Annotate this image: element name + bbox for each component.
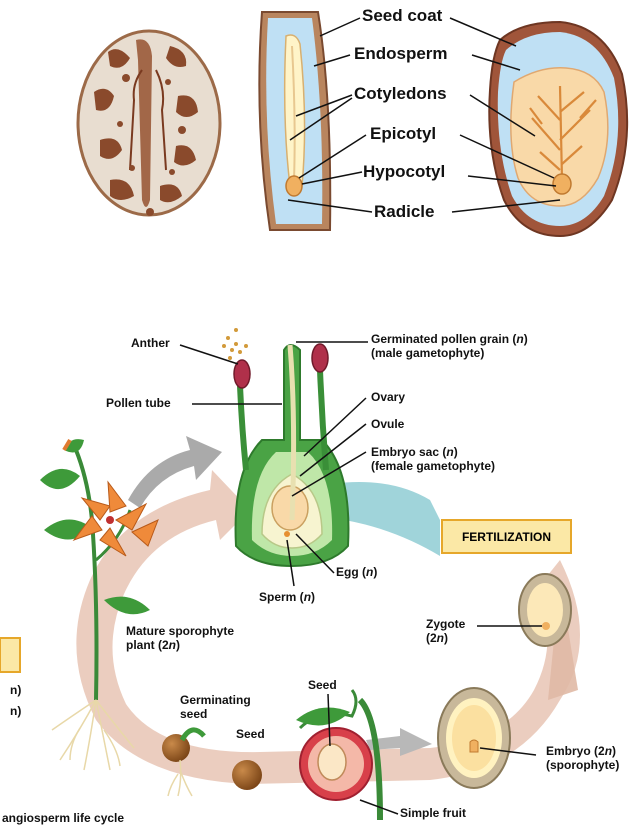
label-pollen-tube: Pollen tube bbox=[106, 397, 171, 411]
seed-section-dicot bbox=[259, 12, 330, 230]
label-embryo-sac-a: Embryo sac ( bbox=[371, 445, 446, 459]
label-embryo-sac: Embryo sac (n) (female gametophyte) bbox=[371, 446, 495, 474]
label-germinating-line2: seed bbox=[180, 707, 207, 721]
seed-exterior bbox=[78, 31, 220, 216]
flower-pistil bbox=[222, 328, 348, 566]
label-mature-line1: Mature sporophyte bbox=[126, 624, 234, 638]
label-female-gametophyte: (female gametophyte) bbox=[371, 459, 495, 473]
label-endosperm: Endosperm bbox=[354, 44, 448, 64]
label-germinated-pollen-n: n bbox=[516, 332, 523, 346]
label-zygote: Zygote (2n) bbox=[426, 618, 465, 646]
label-cut-n2: n) bbox=[10, 705, 21, 719]
label-seed-coat: Seed coat bbox=[362, 6, 442, 26]
label-male-gametophyte: (male gametophyte) bbox=[371, 346, 484, 360]
label-egg: Egg (n) bbox=[336, 566, 377, 580]
label-germinated-pollen-a: Germinated pollen grain ( bbox=[371, 332, 516, 346]
simple-fruit bbox=[296, 690, 380, 820]
label-cut-n1: n) bbox=[10, 684, 21, 698]
label-sperm-n: n bbox=[304, 590, 311, 604]
zygote-ovule bbox=[519, 574, 571, 646]
label-hypocotyl: Hypocotyl bbox=[363, 162, 445, 182]
label-embryo-b: ) bbox=[612, 744, 616, 758]
fertilization-box: FERTILIZATION bbox=[441, 519, 572, 554]
label-sperm-a: Sperm ( bbox=[259, 590, 304, 604]
label-embryo: Embryo (2n) (sporophyte) bbox=[546, 745, 619, 773]
label-mature-line2a: plant (2 bbox=[126, 638, 169, 652]
label-mature-sporophyte: Mature sporophyte plant (2n) bbox=[126, 625, 234, 653]
label-embryo-sac-b: ) bbox=[454, 445, 458, 459]
label-germinated-pollen-b: ) bbox=[524, 332, 528, 346]
label-simple-fruit: Simple fruit bbox=[400, 807, 466, 821]
label-egg-b: ) bbox=[373, 565, 377, 579]
label-embryo-sac-n: n bbox=[446, 445, 453, 459]
label-mature-line2b: ) bbox=[176, 638, 180, 652]
seed-ball bbox=[232, 760, 262, 790]
label-seed-ball: Seed bbox=[236, 728, 265, 742]
label-egg-a: Egg ( bbox=[336, 565, 366, 579]
label-caption: angiosperm life cycle bbox=[2, 812, 124, 826]
label-embryo-a: Embryo (2 bbox=[546, 744, 605, 758]
label-seed-fruit: Seed bbox=[308, 679, 337, 693]
label-epicotyl: Epicotyl bbox=[370, 124, 436, 144]
label-germinated-pollen: Germinated pollen grain (n) (male gameto… bbox=[371, 333, 528, 361]
embryo-ovule bbox=[438, 688, 510, 788]
label-embryo-n: n bbox=[605, 744, 612, 758]
label-zygote-b: ) bbox=[444, 631, 448, 645]
label-sperm: Sperm (n) bbox=[259, 591, 315, 605]
label-ovary: Ovary bbox=[371, 391, 405, 405]
label-fertilization: FERTILIZATION bbox=[462, 530, 551, 544]
label-mature-n: n bbox=[169, 638, 176, 652]
label-cotyledons: Cotyledons bbox=[354, 84, 447, 104]
label-sperm-b: ) bbox=[311, 590, 315, 604]
label-germinating-line1: Germinating bbox=[180, 693, 251, 707]
cut-label-box bbox=[0, 638, 20, 672]
label-germinating-seed: Germinating seed bbox=[180, 694, 251, 722]
label-radicle: Radicle bbox=[374, 202, 434, 222]
seed-section-monocot bbox=[489, 22, 627, 236]
label-zygote-a: (2 bbox=[426, 631, 437, 645]
label-zygote-n: n bbox=[437, 631, 444, 645]
label-zygote-line1: Zygote bbox=[426, 617, 465, 631]
label-sporophyte: (sporophyte) bbox=[546, 758, 619, 772]
label-anther: Anther bbox=[131, 337, 170, 351]
label-ovule: Ovule bbox=[371, 418, 404, 432]
